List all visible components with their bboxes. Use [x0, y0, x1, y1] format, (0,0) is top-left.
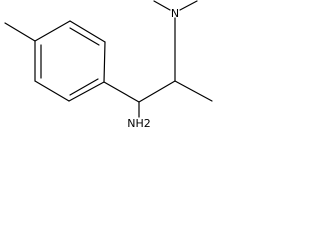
para-methyl-bond: [4, 22, 36, 42]
ring-inner-double-3: [69, 78, 99, 96]
ch-methyl-bond: [174, 80, 213, 102]
ring-bond-2: [69, 20, 106, 43]
dimethylamino-n-label: N: [171, 7, 179, 20]
ring-bond-5: [34, 80, 70, 102]
ring-bond-1: [34, 20, 71, 42]
n-methyl-right-bond: [179, 0, 198, 11]
n-methyl-left-bond: [153, 0, 171, 11]
ch-to-ch-bond: [138, 80, 176, 103]
ring-inner-double-2: [69, 27, 100, 46]
chemical-structure: N NH2: [4, 0, 213, 130]
ring-bond-4: [68, 81, 105, 102]
ring-bond-3: [103, 41, 106, 83]
amine-nh2-label: NH2: [127, 117, 151, 130]
aryl-to-ch-bond: [103, 81, 140, 103]
